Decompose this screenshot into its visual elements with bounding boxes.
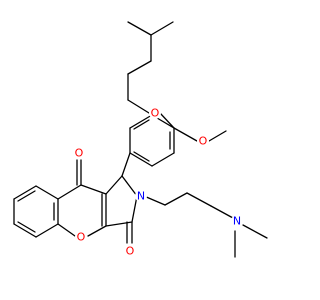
amine-nitrogen-label: N: [233, 215, 241, 228]
bond-layer: [13, 21, 268, 258]
ketone-oxygen-label: O: [75, 147, 84, 160]
molecule-canvas: O O O O O N N: [13, 21, 268, 258]
ring-oxygen-label: O: [77, 231, 86, 244]
ether-oxygen-label: O: [151, 107, 160, 120]
lactam-oxygen-label: O: [126, 245, 135, 258]
atom-label-layer: O O O O O N N: [73, 107, 243, 258]
molecule-structure: O O O O O N N: [13, 21, 268, 258]
methoxy-oxygen-label: O: [199, 135, 208, 148]
lactam-nitrogen-label: N: [137, 190, 145, 203]
